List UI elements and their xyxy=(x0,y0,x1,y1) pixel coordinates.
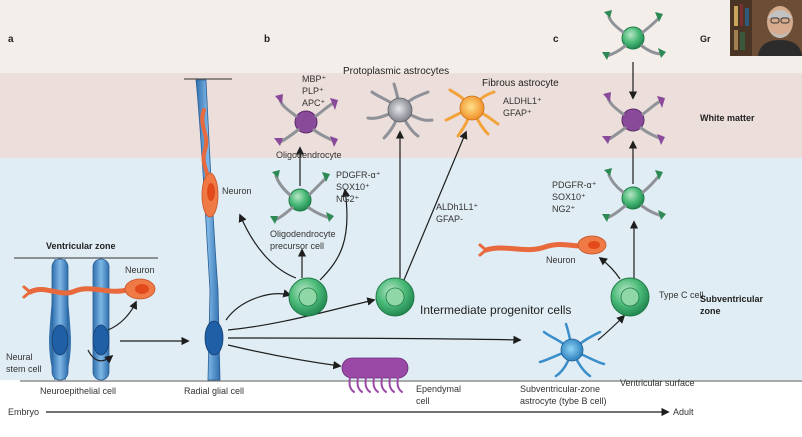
neuroepithelial-cell-2 xyxy=(92,258,110,381)
panel-a-label: a xyxy=(8,34,14,45)
right-marker-sox10: SOX10⁺ xyxy=(552,192,586,202)
opc-cell xyxy=(270,170,334,224)
opc-label-1: Oligodendrocyte xyxy=(270,229,336,239)
neuroepithelial-label: Neuroepithelial cell xyxy=(40,386,116,396)
intermediate-progenitor-label: Intermediate progenitor cells xyxy=(420,303,571,317)
opc-marker-ng2: NG2⁺ xyxy=(336,194,360,204)
neuron-right-shape xyxy=(478,235,607,257)
right-marker-pdgfr: PDGFR-α⁺ xyxy=(552,180,597,190)
presenter-video-image xyxy=(730,0,802,56)
oligodendrocyte-label: Oligodendrocyte xyxy=(276,150,342,160)
fibrous-astrocyte xyxy=(444,88,500,138)
oligodendrocyte-right-cell xyxy=(602,92,665,145)
opc-marker-pdgfr: PDGFR-α⁺ xyxy=(336,170,381,180)
right-marker-ng2: NG2⁺ xyxy=(552,204,576,214)
progenitor-cell-2 xyxy=(375,277,415,317)
olig-marker-plp: PLP⁺ xyxy=(302,86,324,96)
panel-c-label: c xyxy=(553,34,559,45)
neuron-radial-shape xyxy=(200,108,219,218)
radial-glial-label: Radial glial cell xyxy=(184,386,244,396)
neuron-radial-label: Neuron xyxy=(222,186,252,196)
ependymal-label-1: Ependymal xyxy=(416,384,461,394)
fibrous-marker-gfap: GFAP⁺ xyxy=(503,108,532,118)
arrow-to-neuron-left xyxy=(107,300,137,331)
arrow-to-svz-astrocyte xyxy=(227,335,522,345)
mid-marker-gfap: GFAP- xyxy=(436,214,463,224)
oligodendrocyte-cell xyxy=(274,94,338,147)
progenitor-cell-1 xyxy=(288,277,328,317)
type-c-cell xyxy=(610,277,650,317)
neuron-left-label: Neuron xyxy=(125,265,155,275)
mid-marker-aldh: ALDh1L1⁺ xyxy=(436,202,479,212)
neural-stem-label-1: Neural xyxy=(6,352,33,362)
fibrous-marker-aldhl1: ALDHL1⁺ xyxy=(503,96,542,106)
type-c-label: Type C cell xyxy=(659,290,704,300)
grey-matter-band xyxy=(0,0,802,73)
timeline-start-label: Embryo xyxy=(8,407,39,417)
svz-astrocyte xyxy=(538,322,606,378)
protoplasmic-label: Protoplasmic astrocytes xyxy=(343,66,449,77)
arrow-to-progenitor-2 xyxy=(227,297,376,331)
arrow-self-renew xyxy=(87,349,114,364)
white-matter-label: White matter xyxy=(700,113,755,123)
svz-label-line1: Subventricular xyxy=(700,294,764,304)
arrow-to-ependymal xyxy=(227,344,342,370)
arrow-type-c-to-neuron xyxy=(598,256,621,280)
webcam-overlay xyxy=(730,0,802,56)
opc-grey-matter-cell xyxy=(602,10,666,60)
ventricular-zone-label: Ventricular zone xyxy=(46,241,116,251)
panel-b-label: b xyxy=(264,34,270,45)
protoplasmic-astrocyte xyxy=(366,82,434,140)
neuroepithelial-cell-1 xyxy=(49,258,71,381)
arrow-to-progenitor-1 xyxy=(225,289,292,321)
neural-stem-label-2: stem cell xyxy=(6,364,42,374)
timeline-end-label: Adult xyxy=(673,407,694,417)
svz-astrocyte-label-1: Subventricular-zone xyxy=(520,384,600,394)
svz-astrocyte-label-2: astrocyte (tybe B cell) xyxy=(520,396,607,406)
fibrous-label: Fibrous astrocyte xyxy=(482,78,559,89)
ventricular-surface-label: Ventricular surface xyxy=(620,378,695,388)
svz-label-line2: zone xyxy=(700,306,721,316)
arrow-svz-to-type-c xyxy=(597,314,626,341)
olig-marker-apc: APC⁺ xyxy=(302,98,326,108)
bottom-band xyxy=(0,380,802,432)
olig-marker-mbp: MBP⁺ xyxy=(302,74,327,84)
neuron-left-shape xyxy=(22,278,156,300)
ependymal-cell xyxy=(341,357,409,393)
arrow-to-fibrous xyxy=(403,130,468,281)
opc-marker-sox10: SOX10⁺ xyxy=(336,182,370,192)
opc-label-2: precursor cell xyxy=(270,241,324,251)
arrow-progenitor-to-neuron xyxy=(238,213,297,279)
opc-right-cell xyxy=(602,168,666,222)
arrow-progenitor-to-opc-2 xyxy=(319,188,351,281)
grey-matter-label: Gr xyxy=(700,34,711,44)
neuron-right-label: Neuron xyxy=(546,255,576,265)
ependymal-label-2: cell xyxy=(416,396,430,406)
subventricular-band xyxy=(0,158,802,380)
